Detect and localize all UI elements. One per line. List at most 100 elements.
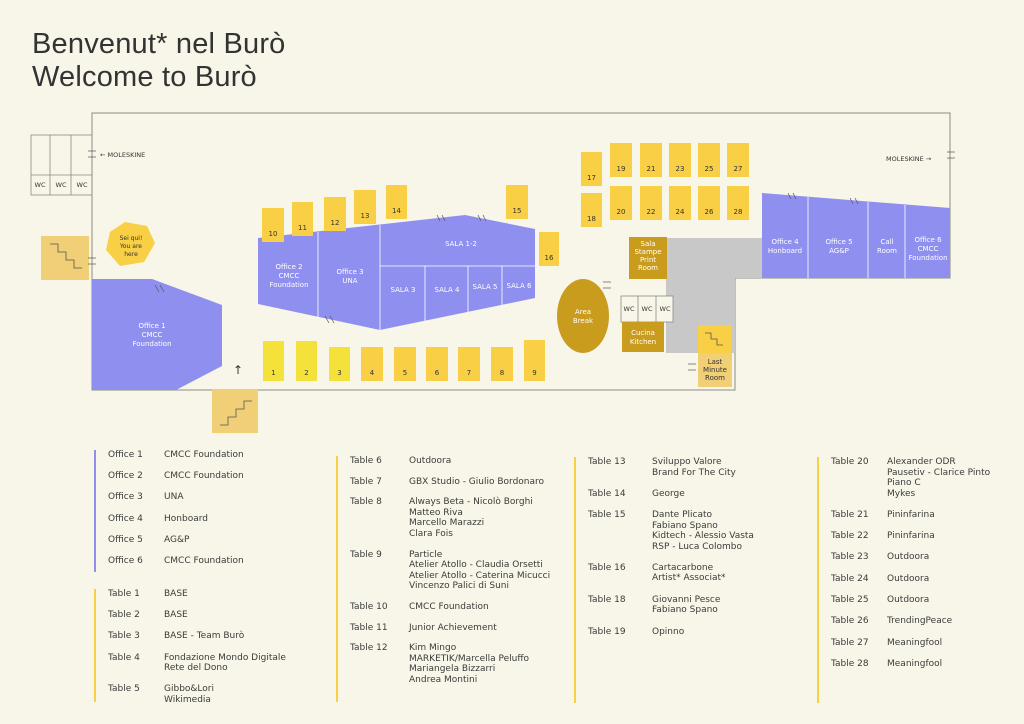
legend-value-line: Wikimedia [164, 694, 211, 705]
legend-value: AG&P [164, 535, 189, 546]
table-shape [458, 347, 480, 381]
legend-value-line: Andrea Montini [409, 674, 478, 685]
meeting-rooms-block: Office 2 CMCC Foundation Office 3 UNA SA… [258, 215, 535, 330]
legend-value-line: Particle [409, 549, 443, 560]
legend-key: Table 25 [831, 595, 869, 605]
legend-value-line: Clara Fois [409, 528, 453, 539]
legend-value-line: Atelier Atollo - Claudia Orsetti [409, 560, 543, 571]
legend-value: UNA [164, 492, 183, 503]
legend-key: Table 9 [350, 549, 382, 560]
table-shape [292, 202, 313, 236]
table-number: 4 [370, 369, 375, 377]
entrance-arrow-icon: ↑ [233, 363, 243, 377]
table-shape [698, 186, 720, 220]
legend-key: Table 3 [108, 631, 140, 642]
legend-value-line: UNA [164, 492, 184, 503]
legend-value-line: Outdoora [887, 573, 930, 584]
table-shape [640, 186, 662, 220]
table-shape [610, 143, 632, 177]
legend-key: Table 22 [831, 531, 869, 542]
legend-value: CMCC Foundation [164, 556, 244, 567]
table-number: 5 [403, 369, 407, 377]
legend-value: BASE [164, 610, 188, 621]
legend-value-line: Meaningfool [887, 637, 943, 648]
legend-color-bar [94, 450, 96, 572]
table-number: 22 [647, 208, 656, 216]
legend-value: Pininfarina [887, 510, 935, 521]
table-shape [581, 193, 602, 227]
legend-key: Table 2 [108, 610, 140, 621]
legend-key: Table 18 [588, 594, 626, 605]
legend-key: Office 1 [108, 450, 143, 460]
legend-color-bar [574, 457, 576, 703]
legend-key: Table 20 [831, 457, 869, 467]
table-7: 7 [458, 347, 480, 381]
office-3-label: Office 3 [336, 268, 363, 276]
legend-key: Office 3 [108, 492, 143, 503]
office-6-label: Office 6 [914, 236, 942, 244]
legend-key: Table 11 [350, 622, 388, 633]
table-2: 2 [296, 341, 317, 381]
legend-value-line: Outdoora [409, 456, 452, 466]
legend-key: Table 5 [108, 684, 140, 695]
table-shape [262, 208, 284, 242]
legend-key: Table 21 [831, 509, 869, 520]
table-shape [669, 143, 691, 177]
legend-value-line: Always Beta - Nicolò Borghi [409, 497, 533, 508]
legend-value: Outdoora [887, 595, 929, 606]
last-minute-room: Last Minute Room [698, 325, 732, 387]
table-5: 5 [394, 347, 416, 381]
table-1: 1 [263, 341, 284, 381]
legend-value-line: Junior Achievement [409, 622, 497, 633]
table-shape [698, 143, 720, 177]
legend-key: Table 8 [350, 497, 382, 508]
table-21: 21 [640, 143, 662, 177]
right-office-wing: Office 4 Honboard Office 5 AG&P Call Roo… [762, 193, 950, 278]
wc-label: WC [77, 181, 88, 189]
table-number: 10 [269, 230, 278, 238]
table-9: 9 [524, 340, 545, 381]
table-25: 25 [698, 143, 720, 177]
sala-4-label: SALA 4 [435, 286, 460, 294]
table-number: 2 [304, 369, 308, 377]
office-6-label: Foundation [908, 254, 947, 262]
last-minute-label: Minute [703, 366, 727, 374]
legend-value-line: CMCC Foundation [164, 556, 244, 566]
office-4-label: Office 4 [771, 238, 799, 246]
legend-key: Office 2 [108, 471, 143, 482]
legend-value: Junior Achievement [409, 623, 497, 634]
table-number: 24 [676, 208, 685, 216]
table-shape [506, 185, 528, 219]
legend-value-line: Honboard [164, 513, 208, 524]
table-number: 19 [617, 165, 626, 173]
legend-value-line: Artist* Associat* [652, 573, 726, 584]
legend-value-line: Dante Plicato [652, 510, 713, 521]
table-number: 1 [271, 369, 275, 377]
legend-value-line: CMCC Foundation [409, 601, 489, 612]
table-3: 3 [329, 347, 350, 381]
table-number: 13 [361, 212, 370, 220]
wc-label: WC [624, 305, 635, 313]
table-19: 19 [610, 143, 632, 177]
legend-value: Pininfarina [887, 531, 935, 542]
legend-value-line: Vincenzo Palici di Suni [409, 581, 509, 592]
legend-value-line: Rete del Dono [164, 663, 228, 674]
legend-key: Table 16 [588, 562, 626, 573]
office-4-label: Honboard [768, 247, 802, 255]
legend-value-line: Meaningfool [887, 658, 943, 669]
legend-value: BASE [164, 589, 188, 600]
legend-key: Office 5 [108, 534, 143, 545]
legend-key: Table 24 [831, 573, 869, 584]
office-1: Office 1 CMCC Foundation [92, 279, 222, 390]
legend-value: Outdoora [409, 456, 451, 467]
legend-value-line: TrendingPeace [887, 616, 953, 627]
legend-value: Meaningfool [887, 638, 942, 649]
title-english: Welcome to Burò [32, 61, 257, 93]
area-break-label: Break [573, 317, 594, 325]
legend-value-line: RSP - Luca Colombo [652, 541, 743, 552]
you-are-here-line: You are [119, 243, 142, 250]
